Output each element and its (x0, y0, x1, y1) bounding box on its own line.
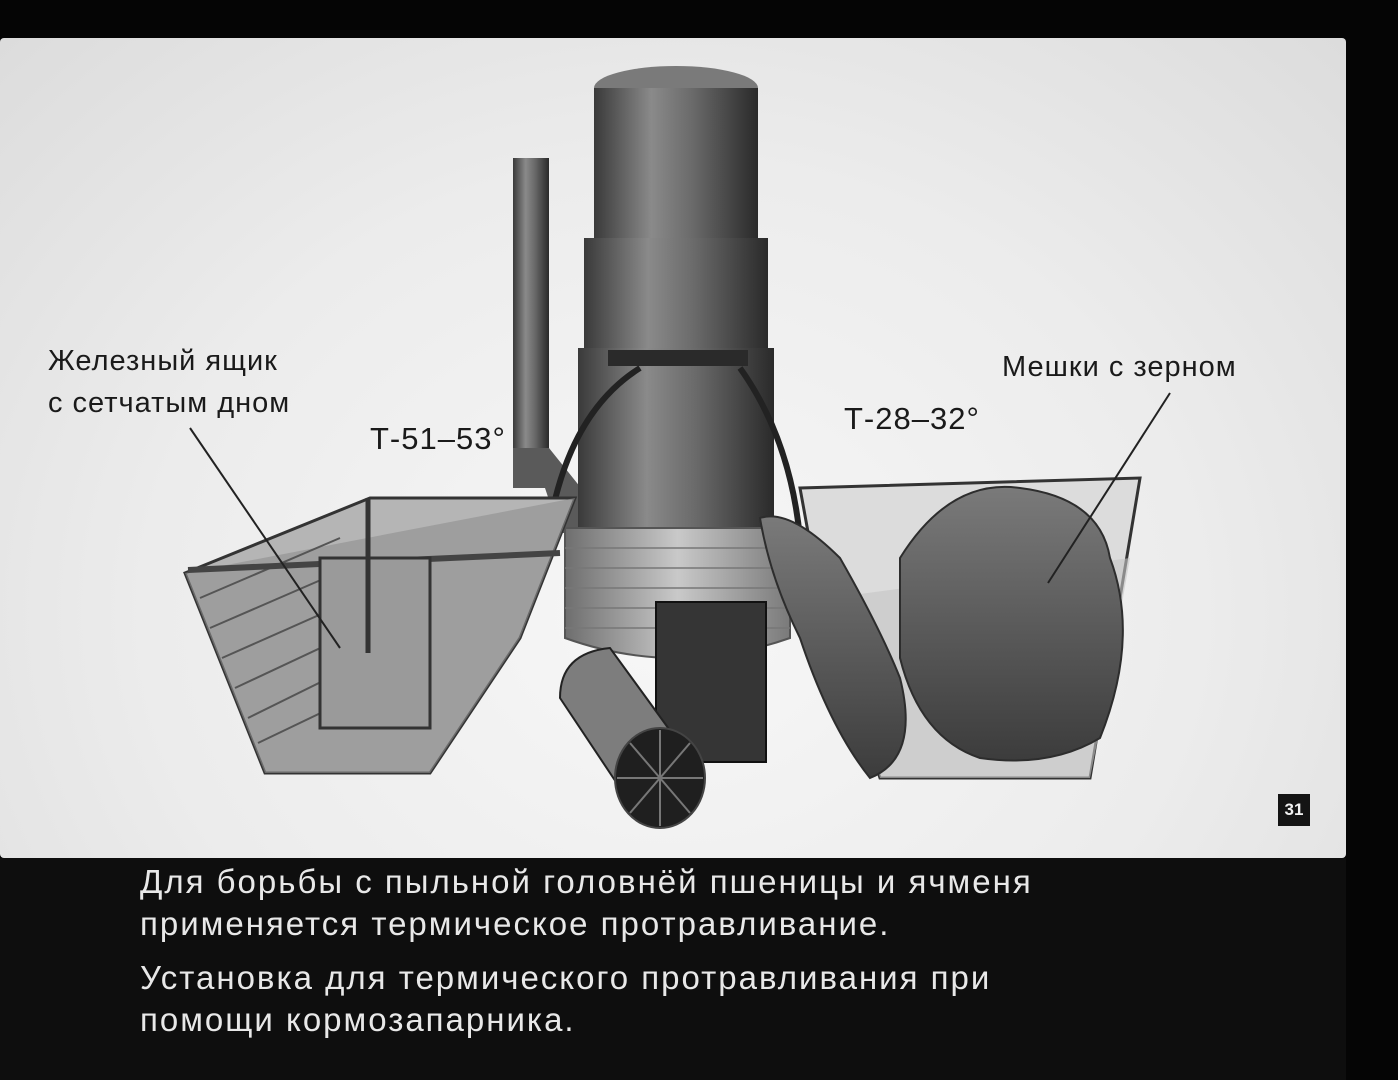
temperature-left-label: Т-51–53° (370, 421, 506, 456)
right-trough (758, 476, 1142, 780)
caption-line-2: применяется термическое протравливание. (140, 905, 891, 942)
caption-band (0, 858, 1346, 1080)
grain-bags-label: Мешки с зерном (1002, 351, 1237, 383)
caption-line-4: помощи кормозапарника. (140, 1001, 576, 1038)
round-drum (558, 646, 706, 829)
leader-lines (189, 392, 1171, 649)
iron-box-label: Железный ящик (48, 345, 278, 377)
steamer-column (578, 66, 774, 528)
iron-box-label-line2: с сетчатым дном (48, 387, 291, 419)
grain-sacks (758, 485, 1124, 780)
chimney-pipe (513, 158, 585, 533)
steamer-illustration (183, 66, 1171, 829)
caption-line-3: Установка для термического протравливани… (140, 959, 992, 996)
temperature-right-label: Т-28–32° (844, 401, 980, 436)
caption-line-1: Для борьбы с пыльной головнёй пшеницы и … (140, 863, 1033, 900)
left-trough (183, 496, 578, 775)
slide-number-badge: 31 (1278, 794, 1310, 826)
